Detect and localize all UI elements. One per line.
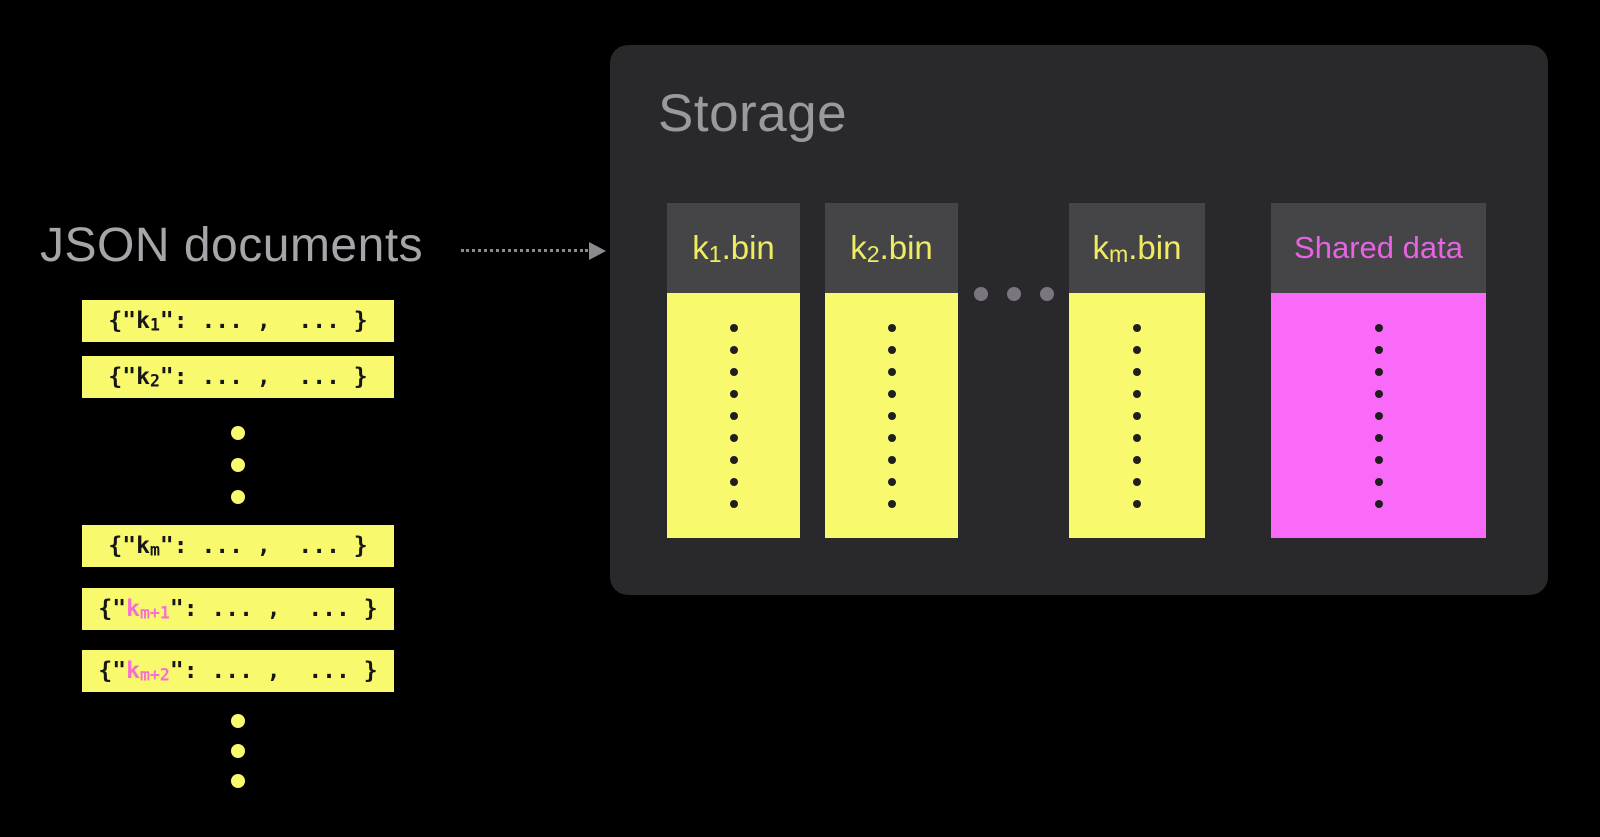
ellipsis-dot <box>231 458 245 472</box>
record-dot <box>1374 412 1383 420</box>
bin-body <box>825 293 958 538</box>
record-dot <box>887 434 896 442</box>
record-dot <box>729 390 738 398</box>
bin-label: k1.bin <box>692 228 775 267</box>
json-doc-row-km2: {"km+2": ... , ... } <box>82 650 394 692</box>
record-dot <box>1133 478 1141 486</box>
bin-header: k2.bin <box>825 203 958 293</box>
ellipsis-dot <box>231 490 245 504</box>
record-dot <box>887 324 896 332</box>
record-dot <box>887 390 896 398</box>
doc-key: km <box>136 532 160 560</box>
bin-column-km: km.bin <box>1069 203 1205 538</box>
record-dot <box>1133 346 1141 354</box>
bin-header: km.bin <box>1069 203 1205 293</box>
record-dot <box>887 412 896 420</box>
record-dot <box>729 478 738 486</box>
ellipsis-dot <box>974 287 988 301</box>
arrow-head-icon <box>589 242 606 260</box>
json-doc-row-km: {"km": ... , ... } <box>82 525 394 567</box>
record-dot <box>887 346 896 354</box>
bin-label: km.bin <box>1092 228 1182 267</box>
record-dot <box>729 346 738 354</box>
json-doc-text: {"k1": ... , ... } <box>108 307 368 335</box>
record-dot <box>1374 434 1383 442</box>
record-dot <box>1133 390 1141 398</box>
shared-data-column: Shared data <box>1271 203 1486 538</box>
shared-data-header: Shared data <box>1271 203 1486 293</box>
record-dot <box>1374 324 1383 332</box>
shared-data-label: Shared data <box>1294 230 1463 265</box>
bin-column-k2: k2.bin <box>825 203 958 538</box>
record-dot <box>1374 346 1383 354</box>
record-dot <box>729 434 738 442</box>
record-dot <box>887 500 896 508</box>
doc-key-pink: km+2 <box>126 657 170 685</box>
doc-key-pink: km+1 <box>126 595 170 623</box>
record-dot <box>1374 390 1383 398</box>
bin-header: k1.bin <box>667 203 800 293</box>
record-dot <box>1133 434 1141 442</box>
record-dot <box>887 368 896 376</box>
ellipsis-dot <box>231 714 245 728</box>
storage-title: Storage <box>658 84 848 143</box>
json-doc-row-k1: {"k1": ... , ... } <box>82 300 394 342</box>
dotted-arrow-line <box>461 249 588 252</box>
json-doc-text: {"k2": ... , ... } <box>108 363 368 391</box>
record-dot <box>729 324 738 332</box>
record-dot <box>1374 456 1383 464</box>
record-dot <box>1374 478 1383 486</box>
storage-panel: Storage k1.bin k2.bin km.bin <box>610 45 1548 595</box>
ellipsis-dot <box>231 774 245 788</box>
ellipsis-dot <box>231 426 245 440</box>
json-doc-text: {"km+1": ... , ... } <box>98 595 378 623</box>
record-dot <box>887 478 896 486</box>
json-documents-title: JSON documents <box>40 219 424 272</box>
record-dot <box>729 500 738 508</box>
record-dot <box>1133 456 1141 464</box>
json-doc-row-k2: {"k2": ... , ... } <box>82 356 394 398</box>
record-dot <box>729 412 738 420</box>
ellipsis-dot <box>1040 287 1054 301</box>
record-dot <box>729 368 738 376</box>
ellipsis-dots-vertical <box>82 426 394 504</box>
json-doc-text: {"km": ... , ... } <box>108 532 368 560</box>
record-dot <box>1374 368 1383 376</box>
ellipsis-dots-horizontal <box>974 287 1054 301</box>
record-dot <box>1133 412 1141 420</box>
record-dot <box>1133 500 1141 508</box>
json-doc-row-km1: {"km+1": ... , ... } <box>82 588 394 630</box>
json-doc-text: {"km+2": ... , ... } <box>98 657 378 685</box>
bin-body <box>1069 293 1205 538</box>
ellipsis-dots-vertical <box>82 714 394 788</box>
record-dot <box>1374 500 1383 508</box>
bin-body <box>667 293 800 538</box>
bin-label: k2.bin <box>850 228 933 267</box>
record-dot <box>1133 324 1141 332</box>
ellipsis-dot <box>1007 287 1021 301</box>
bin-column-k1: k1.bin <box>667 203 800 538</box>
record-dot <box>887 456 896 464</box>
ellipsis-dot <box>231 744 245 758</box>
doc-key: k2 <box>136 363 160 391</box>
record-dot <box>1133 368 1141 376</box>
record-dot <box>729 456 738 464</box>
doc-key: k1 <box>136 307 160 335</box>
shared-data-body <box>1271 293 1486 538</box>
